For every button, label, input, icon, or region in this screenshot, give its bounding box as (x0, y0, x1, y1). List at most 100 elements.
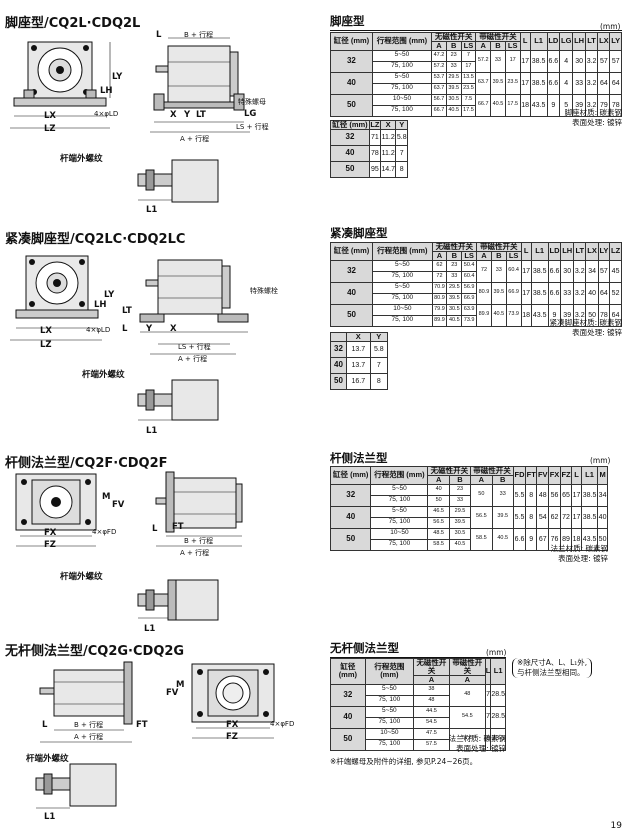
foot-label-lh: LH (100, 86, 113, 96)
cell-value: 78 (597, 303, 611, 327)
compact-label-x: X (170, 324, 177, 334)
cell-value: 17 (571, 505, 582, 529)
foot-rod-detail (137, 159, 219, 203)
head-flange-label-b-stroke: B + 行程 (74, 721, 104, 729)
cell-value: 64 (609, 303, 622, 327)
cell-value: 39.5 (448, 516, 472, 529)
cell-value: 6.6 (547, 259, 562, 283)
cell-value: 38.5 (580, 505, 599, 529)
header-b: B (448, 474, 472, 485)
compact-label-ls-stroke: LS + 行程 (178, 343, 211, 351)
header-l1: L1 (490, 658, 506, 685)
cell-value: 6.6 (546, 71, 561, 95)
cell-value: 40 (597, 505, 608, 529)
cell-value: 38.5 (529, 71, 548, 95)
header-a: A (413, 674, 450, 685)
header-no-magnet: 无磁性开关 (413, 658, 450, 676)
cell-value: 18 (520, 303, 532, 327)
table-title-head-flange: 无杆侧法兰型 (330, 640, 506, 658)
cell-value: 14.7 (379, 160, 397, 178)
header-lx: LX (597, 32, 611, 51)
note-foot: 脚座材质: 碳素钢 表面处理: 镀锌 (330, 108, 622, 128)
note-head-flange: 法兰材质: 碳素钢 表面处理: 镀锌 (330, 734, 506, 754)
cell-value: 38.5 (530, 281, 549, 305)
cell-value: 3.2 (573, 303, 587, 327)
header-lt: LT (573, 242, 587, 261)
cell-value: 7 (369, 356, 389, 374)
cell-value: 78 (609, 93, 622, 117)
cell-value: 3.2 (584, 93, 599, 117)
cell-value: 70.9 (431, 281, 448, 294)
cell-value: 48.5 (427, 527, 450, 540)
header-b: B (490, 250, 507, 261)
rod-flange-label-l: L (152, 524, 158, 534)
cell-value: 17 (460, 60, 477, 73)
cell-value: 5.8 (395, 128, 408, 146)
cell-value: 53.7 (431, 71, 447, 84)
note-rod-flange-line2: 表面处理: 镀锌 (558, 554, 608, 563)
header-fx: FX (548, 466, 561, 485)
header-y: Y (369, 332, 389, 342)
page-number: 19 (610, 821, 622, 831)
cell-value: 80.9 (476, 281, 492, 305)
rod-flange-label-rod-thread: 杆端外螺纹 (60, 572, 103, 582)
cell-value: 65 (559, 483, 573, 507)
cell-value: 57.2 (475, 49, 492, 73)
note-head-flange-line1: 法兰材质: 碳素钢 (448, 734, 506, 743)
compact-label-l1: L1 (146, 426, 158, 436)
cell-value: 11.2 (379, 128, 397, 146)
cell-value: 5 (559, 93, 574, 117)
header-lz: LZ (609, 242, 622, 261)
note-compact-line1: 紧凑脚座材质: 碳素钢 (549, 318, 622, 327)
cell-value: 16.7 (346, 372, 371, 390)
cell-value: 48 (536, 483, 550, 507)
header-ft: FT (525, 466, 538, 485)
cell-stroke: 10~50 (370, 527, 429, 540)
cell-value: 56.7 (431, 93, 447, 106)
cell-value: 57.5 (413, 738, 450, 751)
header-lh: LH (572, 32, 586, 51)
header-l1: L1 (580, 466, 599, 485)
compact-label-l: L (122, 324, 128, 334)
cell-value: 30 (572, 49, 586, 73)
cell-value: 29.5 (445, 71, 462, 84)
cell-value: 62 (548, 505, 561, 529)
cell-stroke: 5~50 (364, 705, 415, 718)
cell-value: 9 (525, 527, 538, 551)
cell-value: 73.9 (461, 314, 478, 327)
header-l1: L1 (529, 32, 548, 51)
side-note-line2: 与杆侧法兰型相同。 (517, 668, 585, 677)
header-ld: LD (546, 32, 561, 51)
cell-value: 17 (520, 259, 532, 283)
cell-value: 29.5 (446, 281, 463, 294)
header-a: A (448, 674, 486, 685)
header-ld: LD (547, 242, 562, 261)
head-flange-side-note: ※除尺寸A、L、L₁外, 与杆侧法兰型相同。 (512, 658, 593, 678)
cell-value: 48 (448, 683, 486, 707)
cell-value: 56.5 (470, 505, 493, 529)
header-with-magnet: 带磁性开关 (448, 658, 486, 676)
cell-value: 38 (413, 683, 450, 696)
header-b: B (490, 40, 506, 51)
foot-label-special-nut: 特殊螺母 (238, 98, 266, 106)
cell-value: 57 (597, 259, 611, 283)
cell-value: 56.5 (427, 516, 450, 529)
cell-value: 7 (460, 49, 477, 62)
cell-stroke: 5~50 (372, 259, 433, 272)
cell-stroke: 75, 100 (370, 494, 429, 507)
compact-label-lz: LZ (40, 340, 52, 350)
